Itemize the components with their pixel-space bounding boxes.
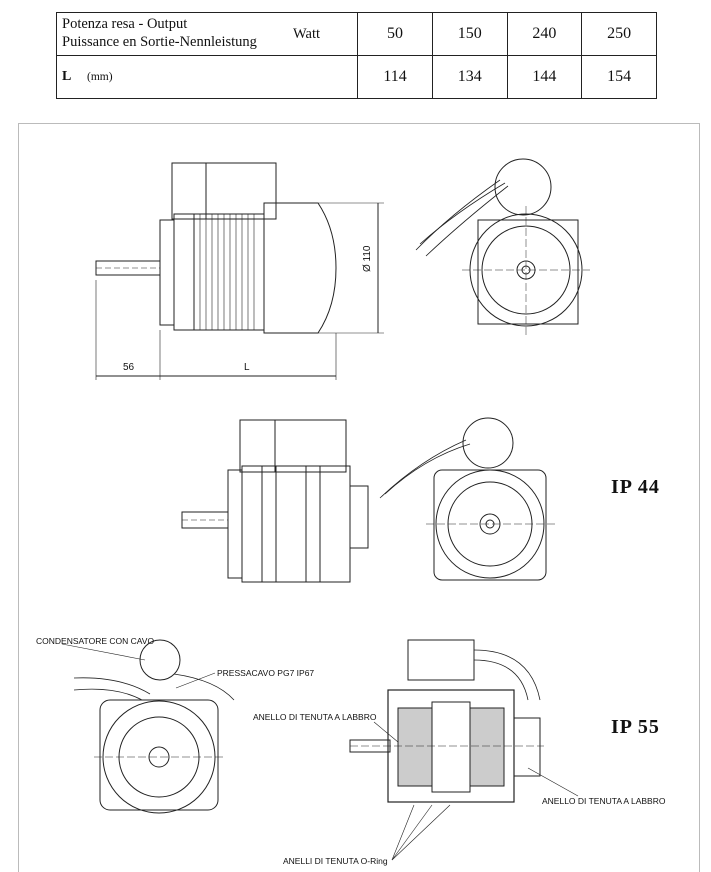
motor-front-view-ip55: [61, 639, 235, 814]
output-value: 150: [431, 12, 508, 56]
motor-front-view-ip44: [379, 417, 556, 581]
spec-table: Potenza resa - Output Puissance en Sorti…: [55, 12, 657, 99]
ip44-label: IP 44: [611, 476, 660, 498]
watt-unit: Watt: [293, 26, 321, 42]
motor-front-view-top: [415, 158, 590, 335]
length-value: 154: [581, 55, 657, 99]
length-value: 144: [506, 55, 583, 99]
cable-gland-callout: PRESSACAVO PG7 IP67: [217, 668, 315, 678]
ip55-label: IP 55: [611, 716, 660, 738]
length-value: 134: [431, 55, 508, 99]
length-label: L: [62, 69, 72, 84]
capacitor-callout: CONDENSATORE CON CAVO: [36, 636, 155, 646]
table-row: L (mm) 114 134 144 154: [55, 55, 657, 99]
motor-side-view-ip44: [181, 419, 369, 583]
output-label-cell: Potenza resa - Output Puissance en Sorti…: [55, 12, 359, 56]
technical-drawing-frame: [18, 123, 700, 872]
table-row: Potenza resa - Output Puissance en Sorti…: [55, 12, 657, 56]
mm-unit: (mm): [87, 71, 113, 83]
output-value: 250: [581, 12, 657, 56]
body-length-dimension: L: [244, 362, 250, 373]
motor-side-view-top: [95, 162, 384, 380]
output-label-line2: Puissance en Sortie-Nennleistung: [62, 34, 257, 50]
motor-section-view-ip55: [349, 639, 579, 861]
lip-seal-callout-right: ANELLO DI TENUTA A LABBRO: [542, 796, 666, 806]
output-label-line1: Potenza resa - Output: [62, 16, 188, 32]
length-value: 114: [357, 55, 433, 99]
lip-seal-callout-left: ANELLO DI TENUTA A LABBRO: [253, 712, 377, 722]
oring-seal-callout: ANELLI DI TENUTA O-Ring: [283, 856, 388, 866]
shaft-length-dimension: 56: [123, 362, 135, 373]
length-label-cell: L (mm): [55, 55, 359, 99]
diameter-dimension: Ø 110: [362, 245, 373, 273]
